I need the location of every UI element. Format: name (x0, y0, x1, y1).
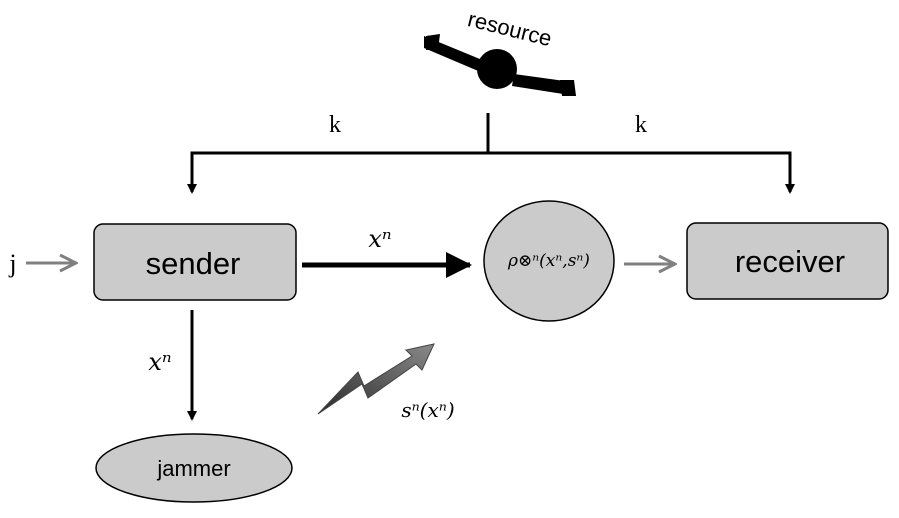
jammer-label: jammer (156, 456, 230, 481)
xn-label-left: xⁿ (148, 348, 171, 376)
receiver-box (686, 222, 889, 300)
input-j-label: j (8, 249, 16, 278)
resource-label: resource (465, 6, 554, 51)
jamming-label: sⁿ(xⁿ) (401, 398, 454, 422)
receiver-label: receiver (735, 244, 845, 279)
satellite-icon (424, 34, 576, 96)
k-label-right: k (635, 112, 647, 138)
xn-label-top: xⁿ (368, 225, 391, 253)
channel-label: ρ⊗ⁿ(xⁿ,sⁿ) (507, 251, 590, 271)
lightning-bolt-icon (317, 343, 435, 415)
channel-node (483, 200, 615, 322)
jammer-node (95, 433, 293, 503)
k-label-left: k (329, 112, 341, 138)
sender-box (93, 223, 297, 301)
sender-label: sender (146, 246, 241, 281)
